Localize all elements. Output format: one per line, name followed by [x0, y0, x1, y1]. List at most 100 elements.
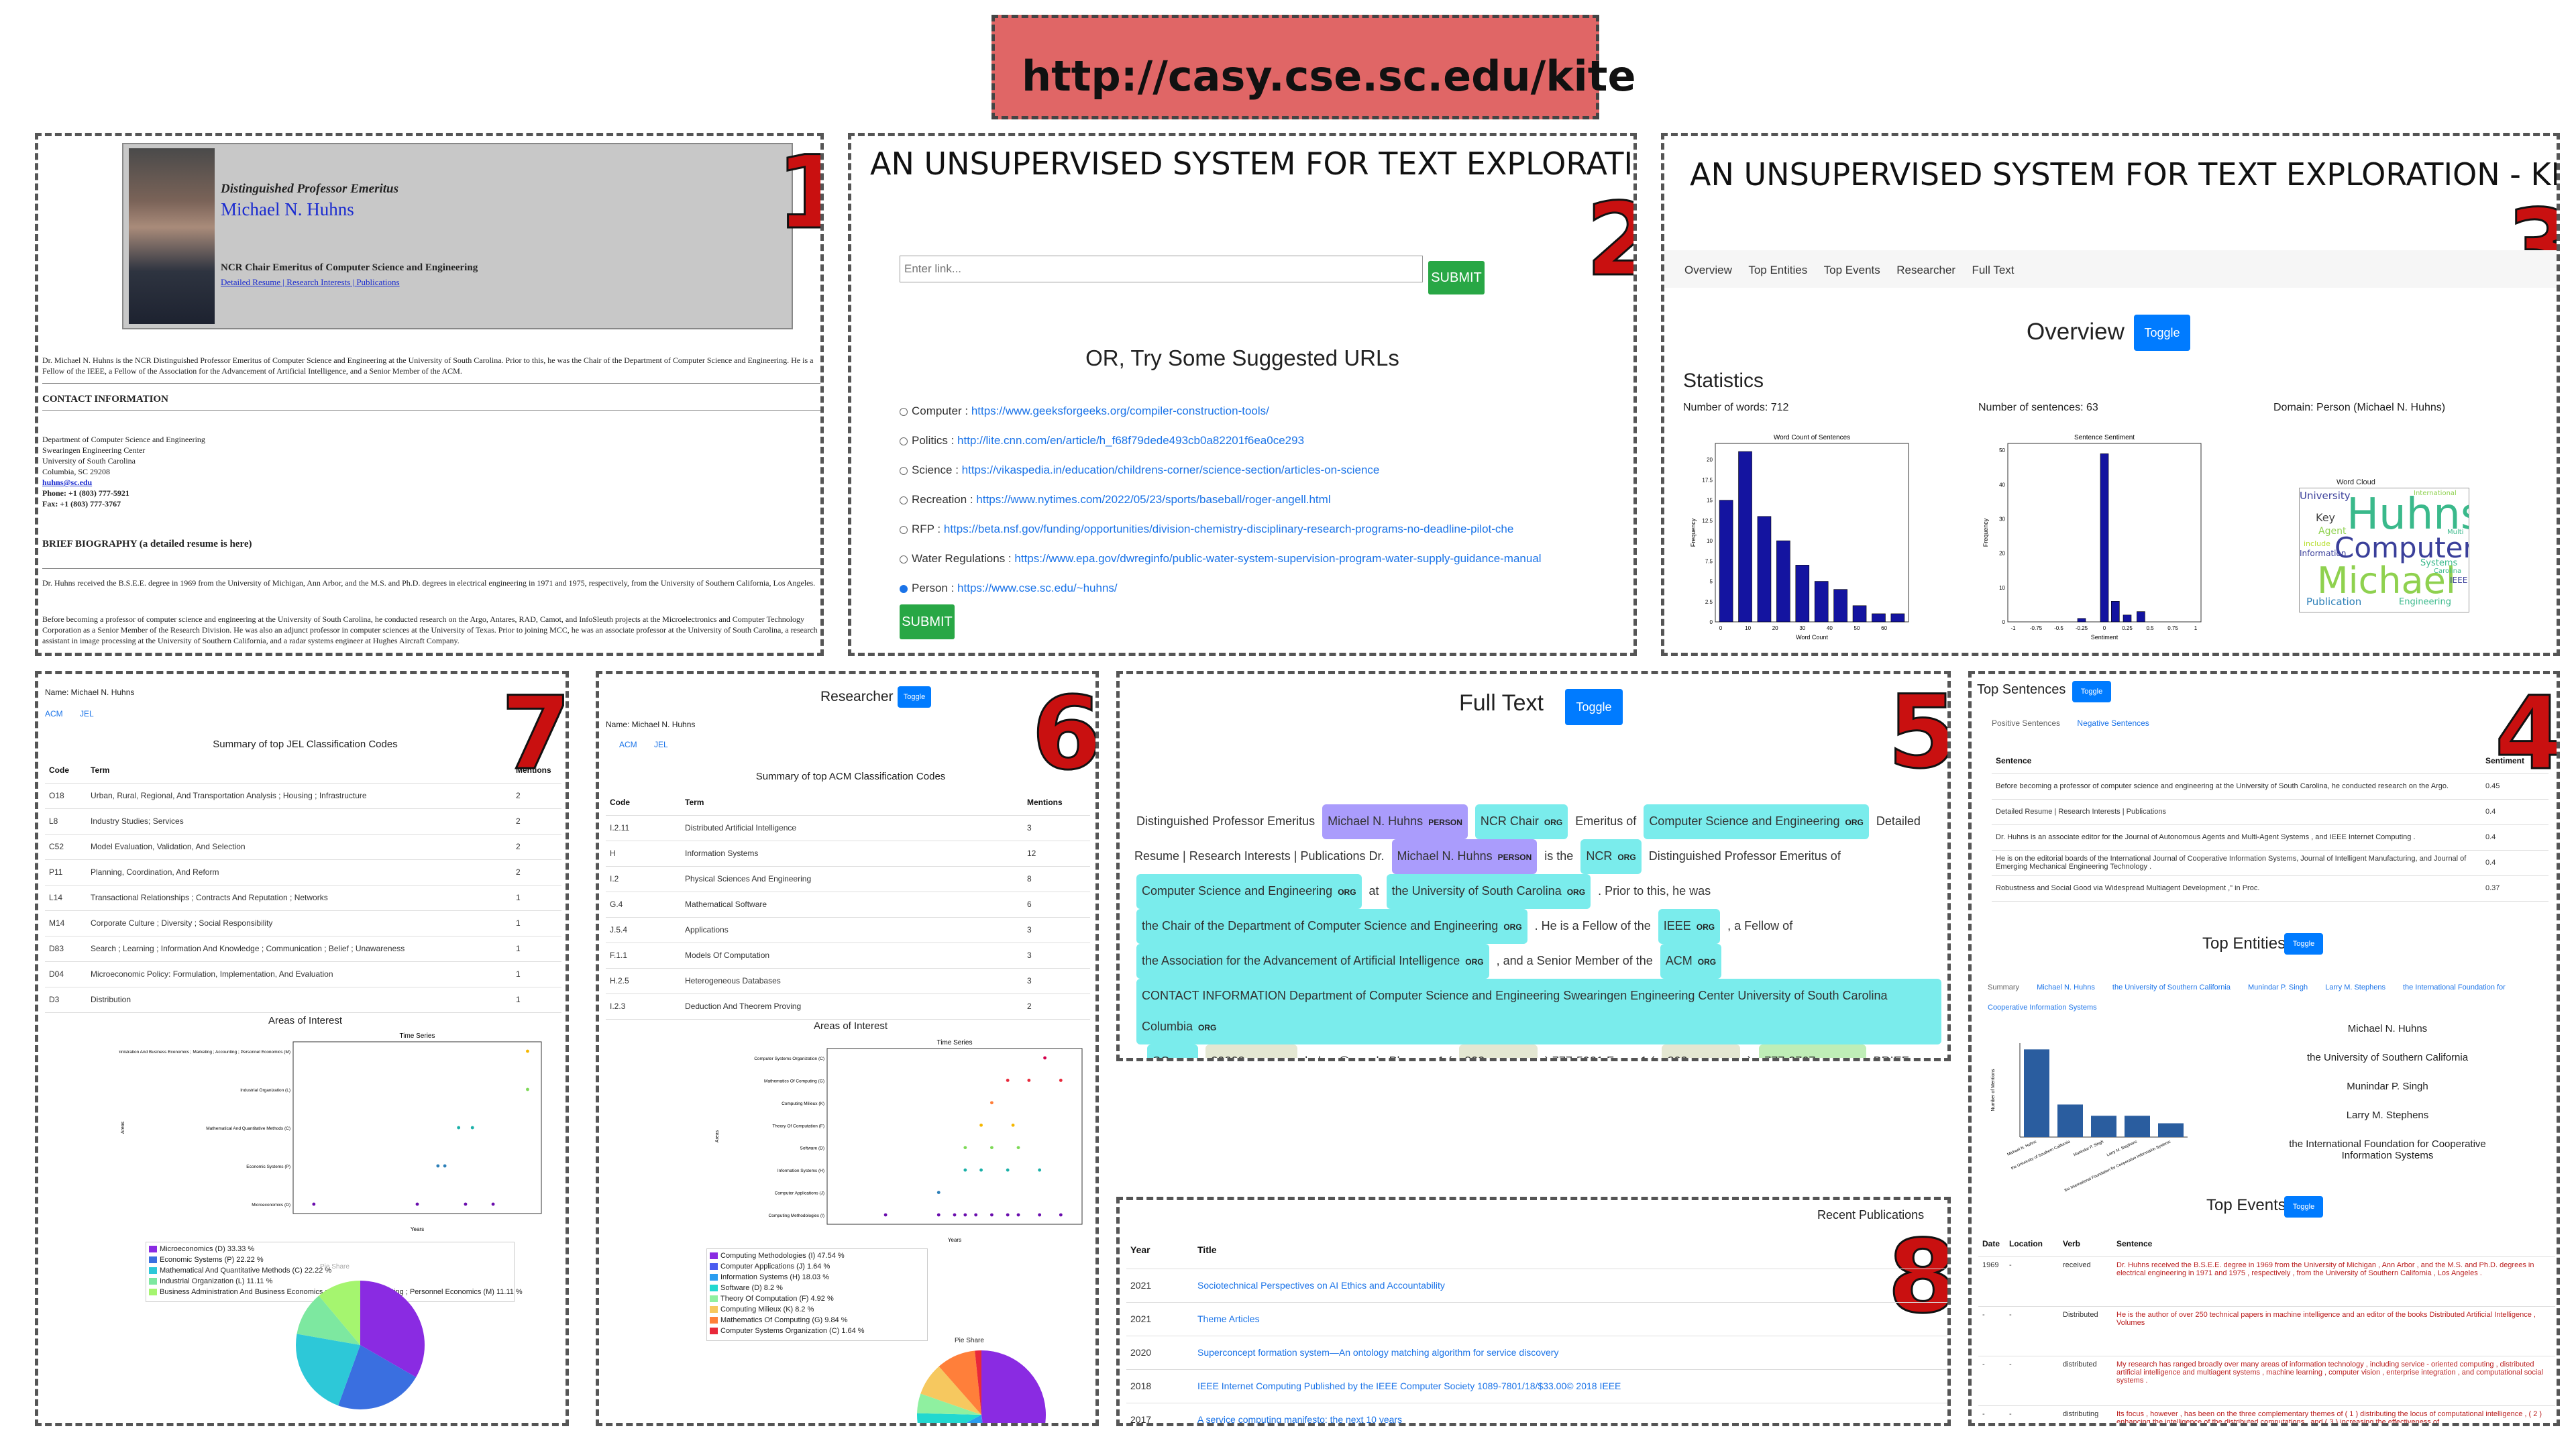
entity-tab[interactable]: Larry M. Stephens	[2325, 983, 2385, 991]
word-cloud-term: Carolina	[2434, 568, 2462, 575]
word-cloud-term: Multi	[2447, 529, 2464, 536]
text-span: Distinguished Professor Emeritus of	[1648, 849, 1841, 863]
x-axis-label: Years	[411, 1226, 424, 1232]
detailed-resume-link[interactable]: Detailed Resume	[221, 277, 281, 287]
y-tick-label: Theory Of Computation (F)	[772, 1124, 824, 1128]
legend-label: Software (D) 8.2 %	[720, 1284, 783, 1292]
nav-overview[interactable]: Overview	[1684, 264, 1732, 276]
email-link[interactable]: huhns@sc.edu	[42, 478, 93, 487]
table-cell: D04	[45, 961, 87, 987]
text-span: at	[1368, 884, 1379, 898]
radio-button[interactable]	[900, 407, 908, 416]
nav-researcher[interactable]: Researcher	[1896, 264, 1956, 276]
tab-positive-sentences[interactable]: Positive Sentences	[1992, 718, 2061, 728]
suggested-url-link[interactable]: https://www.nytimes.com/2022/05/23/sport…	[976, 493, 1331, 506]
entity-tab[interactable]: the University of Southern California	[2112, 983, 2231, 991]
suggested-url-option[interactable]: Computer : https://www.geeksforgeeks.org…	[900, 405, 1542, 434]
entity-tab[interactable]: Munindar P. Singh	[2247, 983, 2308, 991]
submit-button[interactable]: SUBMIT	[1428, 261, 1485, 294]
suggested-url-option[interactable]: RFP : https://beta.nsf.gov/funding/oppor…	[900, 523, 1542, 552]
publication-title-link[interactable]: Superconcept formation system—An ontolog…	[1193, 1336, 1947, 1370]
entity-label: ORG	[1566, 888, 1586, 897]
data-point	[1059, 1213, 1063, 1217]
suggested-url-option[interactable]: Water Regulations : https://www.epa.gov/…	[900, 552, 1542, 582]
publication-title-link[interactable]: IEEE Internet Computing Published by the…	[1193, 1369, 1947, 1403]
tab-negative-sentences[interactable]: Negative Sentences	[2077, 718, 2149, 728]
legend-entry: Microeconomics (D) 33.33 %	[149, 1245, 511, 1256]
suggested-url-option[interactable]: Recreation : https://www.nytimes.com/202…	[900, 493, 1542, 523]
publication-title-link[interactable]: A service computing manifesto: the next …	[1193, 1403, 1947, 1423]
full-text-toggle-button[interactable]: Toggle	[1565, 689, 1623, 725]
nav-top-events[interactable]: Top Events	[1823, 264, 1880, 276]
tab-jel[interactable]: JEL	[654, 740, 668, 749]
legend-entry: Theory Of Computation (F) 4.92 %	[710, 1295, 924, 1305]
histogram-bar	[1890, 613, 1905, 623]
word-cloud-term: Publication	[2306, 596, 2362, 608]
table-cell: C52	[45, 834, 87, 860]
researcher-toggle-button[interactable]: Toggle	[898, 686, 931, 708]
y-axis-label: Number of Mentions	[1991, 1069, 1996, 1112]
table-cell: O18	[45, 783, 87, 809]
nav-top-entities[interactable]: Top Entities	[1748, 264, 1808, 276]
submit-button-bottom[interactable]: SUBMIT	[900, 604, 955, 639]
text-span: ) 777-5921 Fax: +1 (	[1545, 1055, 1655, 1058]
col-verb: Verb	[2059, 1231, 2112, 1257]
histogram-bar	[1852, 605, 1867, 623]
pie-title: Pie Share	[320, 1263, 350, 1271]
publications-link[interactable]: Publications	[356, 277, 400, 287]
radio-button[interactable]	[900, 496, 908, 504]
suggested-url-option[interactable]: Person : https://www.cse.sc.edu/~huhns/	[900, 582, 1542, 611]
top-entities-toggle-button[interactable]: Toggle	[2284, 933, 2323, 955]
top-events-toggle-button[interactable]: Toggle	[2284, 1196, 2323, 1218]
radio-button[interactable]	[900, 466, 908, 475]
radio-button[interactable]	[900, 437, 908, 445]
suggested-url-link[interactable]: https://www.cse.sc.edu/~huhns/	[957, 582, 1118, 594]
suggested-url-link[interactable]: https://vikaspedia.in/education/children…	[961, 464, 1380, 476]
url-category: RFP :	[912, 523, 944, 535]
suggested-url-link[interactable]: http://lite.cnn.com/en/article/h_f68f79d…	[957, 434, 1305, 447]
x-tick-label: -1	[2010, 625, 2016, 631]
profile-photo	[129, 148, 215, 324]
legend-swatch	[149, 1289, 157, 1296]
entity-tab[interactable]: Michael N. Huhns	[2037, 983, 2095, 991]
y-tick-label: Computing Milieux (K)	[782, 1102, 824, 1106]
entity-label: PRODUCT	[1821, 1058, 1860, 1059]
tab-acm[interactable]: ACM	[45, 709, 63, 718]
tab-jel[interactable]: JEL	[80, 709, 94, 718]
suggested-url-link[interactable]: https://www.epa.gov/dwreginfo/public-wat…	[1014, 552, 1542, 565]
x-tick-label: 10	[1745, 625, 1751, 631]
legend-entry: Computing Methodologies (I) 47.54 %	[710, 1252, 924, 1263]
url-input[interactable]	[900, 256, 1423, 282]
suggested-url-link[interactable]: https://beta.nsf.gov/funding/opportuniti…	[943, 523, 1514, 535]
text-span: , a Fellow of	[1727, 919, 1793, 932]
suggested-url-link[interactable]: https://www.geeksforgeeks.org/compiler-c…	[971, 405, 1269, 417]
entity-text: Michael N. Huhns	[1328, 814, 1424, 828]
text-span: huhns@sc.edu Phone: +1 (	[1305, 1055, 1452, 1058]
top-sentences-toggle-button[interactable]: Toggle	[2072, 681, 2111, 702]
sentence-text: Robustness and Social Good via Widesprea…	[1992, 875, 2481, 902]
tab-acm[interactable]: ACM	[619, 740, 637, 749]
entity-tab[interactable]: the International Foundation for Coopera…	[1988, 983, 2506, 1012]
suggested-url-option[interactable]: Politics : http://lite.cnn.com/en/articl…	[900, 434, 1542, 464]
y-tick-label: 20	[1999, 551, 2005, 557]
radio-button[interactable]	[900, 525, 908, 534]
nav-full-text[interactable]: Full Text	[1972, 264, 2015, 276]
radio-button[interactable]	[900, 584, 908, 593]
top-sentences-heading: Top Sentences	[1977, 682, 2066, 697]
overview-toggle-button[interactable]: Toggle	[2134, 315, 2190, 351]
entity-tab[interactable]: Summary	[1988, 983, 2020, 991]
y-tick-label: 10	[1999, 585, 2005, 591]
research-interests-link[interactable]: Research Interests	[286, 277, 351, 287]
radio-button[interactable]	[900, 555, 908, 564]
publication-title-link[interactable]: Theme Articles	[1193, 1302, 1947, 1336]
publication-year: 2021	[1126, 1302, 1193, 1336]
entity-bar	[2158, 1123, 2184, 1137]
col-title: Title	[1193, 1231, 1947, 1269]
publication-title-link[interactable]: Sociotechnical Perspectives on AI Ethics…	[1193, 1269, 1947, 1303]
suggested-url-option[interactable]: Science : https://vikaspedia.in/educatio…	[900, 464, 1542, 493]
col-code: Code	[45, 757, 87, 784]
